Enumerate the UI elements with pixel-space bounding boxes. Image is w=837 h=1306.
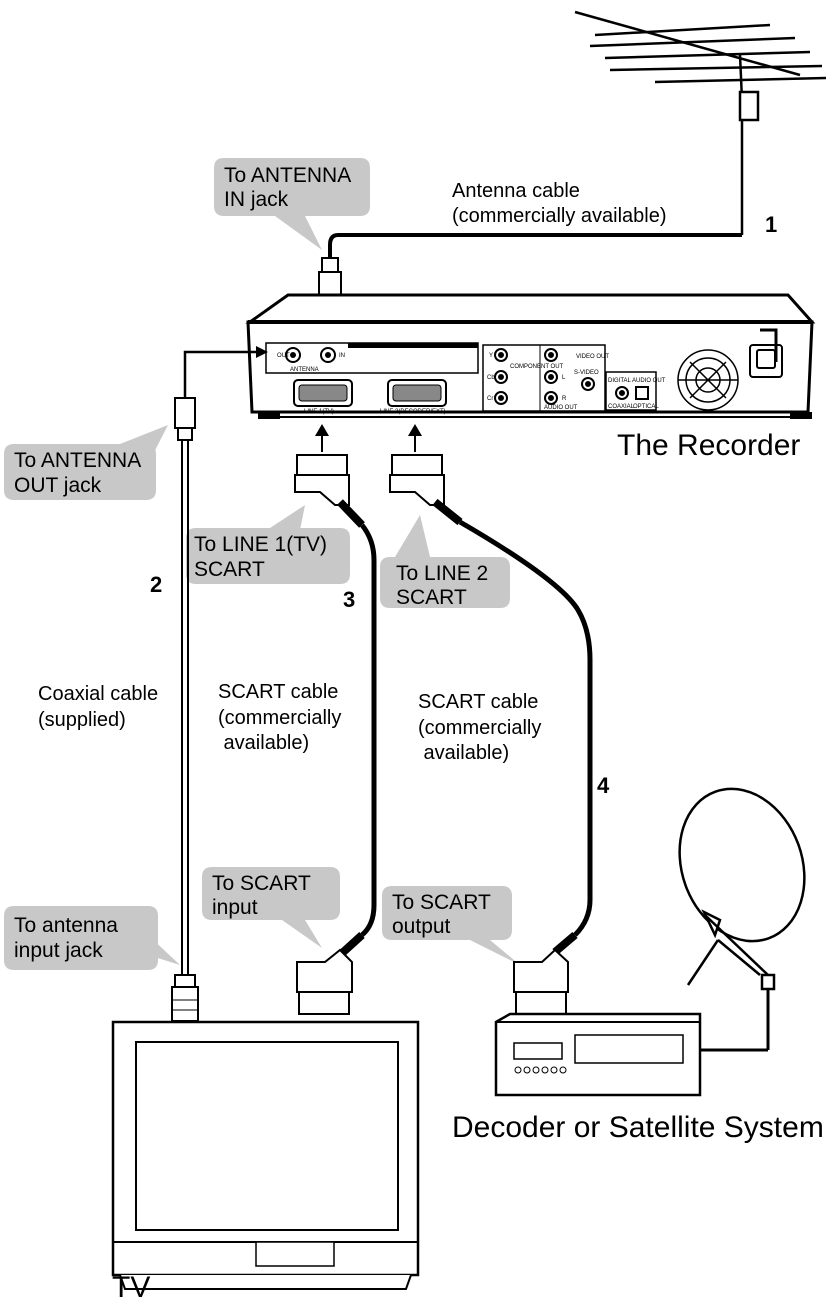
coaxial-cable-label-line1: Coaxial cable	[38, 683, 158, 705]
callout-antenna-in-line1: To ANTENNA	[224, 164, 351, 187]
callout-line2-line1: To LINE 2	[396, 562, 488, 585]
power-inlet-icon	[749, 328, 783, 378]
panel-label-component-out: COMPONENT OUT	[510, 364, 564, 370]
cable-number-3: 3	[343, 587, 355, 612]
panel-label-l: L	[562, 375, 566, 381]
digital-audio-panel	[605, 371, 657, 411]
panel-label-svideo: S-VIDEO	[574, 370, 599, 376]
panel-label-line2: LINE 2(DECODER/EXT)	[380, 409, 446, 415]
panel-label-antenna: ANTENNA	[290, 367, 319, 373]
callout-line2: To LINE 2 SCART	[380, 515, 510, 609]
callout-antenna-out: To ANTENNA OUT jack	[4, 425, 168, 500]
decoder-label: Decoder or Satellite System	[452, 1111, 824, 1144]
av-output-panel	[482, 344, 606, 412]
callout-scart-output-line2: output	[392, 915, 451, 938]
panel-label-out: OUT	[277, 353, 290, 359]
line2-scart-socket: LINE 2(DECODER/EXT)	[380, 379, 447, 415]
callout-scart-input-line1: To SCART	[212, 872, 311, 895]
antenna-icon	[574, 10, 827, 235]
coaxial-cable-label-line2: (supplied)	[38, 709, 126, 731]
antenna-jacks-panel: OUT IN ANTENNA	[265, 342, 479, 374]
scart-cable1-label-line1: SCART cable	[218, 681, 338, 703]
scart-cable2-label-line3: available)	[418, 742, 509, 764]
cable-number-4: 4	[597, 773, 610, 798]
coaxial-cable	[171, 346, 268, 1022]
callout-scart-output: To SCART output	[382, 886, 520, 965]
scart-cable-2	[389, 424, 593, 1015]
panel-label-line1: LINE 1(TV)	[304, 409, 334, 415]
panel-label-in: IN	[339, 353, 345, 359]
satellite-dish-icon	[678, 787, 806, 1052]
scart-cable1-label-line3: available)	[218, 732, 309, 754]
panel-label-r: R	[562, 396, 567, 402]
callout-line1-line2: SCART	[194, 558, 265, 581]
panel-label-coaxial: COAXIAL	[608, 404, 635, 410]
callout-antenna-input-line2: input jack	[14, 939, 103, 962]
panel-label-audio-out: AUDIO OUT	[544, 405, 578, 411]
panel-label-cb: Cb	[487, 375, 495, 381]
scart-cable2-label-line1: SCART cable	[418, 691, 538, 713]
antenna-cable-label-line1: Antenna cable	[452, 180, 580, 202]
callout-antenna-in-line2: IN jack	[224, 188, 289, 211]
panel-label-video-out: VIDEO OUT	[576, 354, 609, 360]
panel-label-digital-audio-out: DIGITAL AUDIO OUT	[608, 378, 666, 384]
callout-scart-input: To SCART input	[202, 867, 340, 948]
panel-label-cr: Cr	[487, 396, 493, 402]
decoder-device	[494, 1012, 702, 1097]
recorder-label: The Recorder	[617, 429, 800, 462]
cable-number-1: 1	[765, 212, 777, 237]
callout-antenna-out-line1: To ANTENNA	[14, 449, 141, 472]
scart-cable2-label-line2: (commercially	[418, 717, 541, 739]
scart-cable-1	[294, 424, 377, 1015]
antenna-cable-label-line2: (commercially available)	[452, 205, 667, 227]
callout-line1-line1: To LINE 1(TV)	[194, 533, 327, 556]
line1-scart-socket: LINE 1(TV)	[293, 379, 353, 415]
panel-label-y: Y	[489, 353, 493, 359]
callout-antenna-in: To ANTENNA IN jack	[214, 158, 370, 250]
tv-device	[111, 1020, 420, 1290]
callout-scart-output-line1: To SCART	[392, 891, 491, 914]
callout-line2-line2: SCART	[396, 586, 467, 609]
recorder-device: OUT IN ANTENNA LINE 1(TV) LINE 2(DECODER…	[245, 293, 816, 419]
callout-scart-input-line2: input	[212, 896, 258, 919]
panel-label-optical: OPTICAL	[633, 404, 659, 410]
callout-antenna-input-line1: To antenna	[14, 914, 118, 937]
callout-line1: To LINE 1(TV) SCART	[186, 505, 350, 584]
fan-icon	[677, 349, 739, 411]
tv-label: TV	[112, 1271, 150, 1301]
cable-number-2: 2	[150, 572, 162, 597]
antenna-cable	[328, 233, 742, 258]
callout-antenna-input: To antenna input jack	[4, 906, 180, 970]
callout-antenna-out-line2: OUT jack	[14, 474, 102, 497]
scart-cable1-label-line2: (commercially	[218, 707, 341, 729]
